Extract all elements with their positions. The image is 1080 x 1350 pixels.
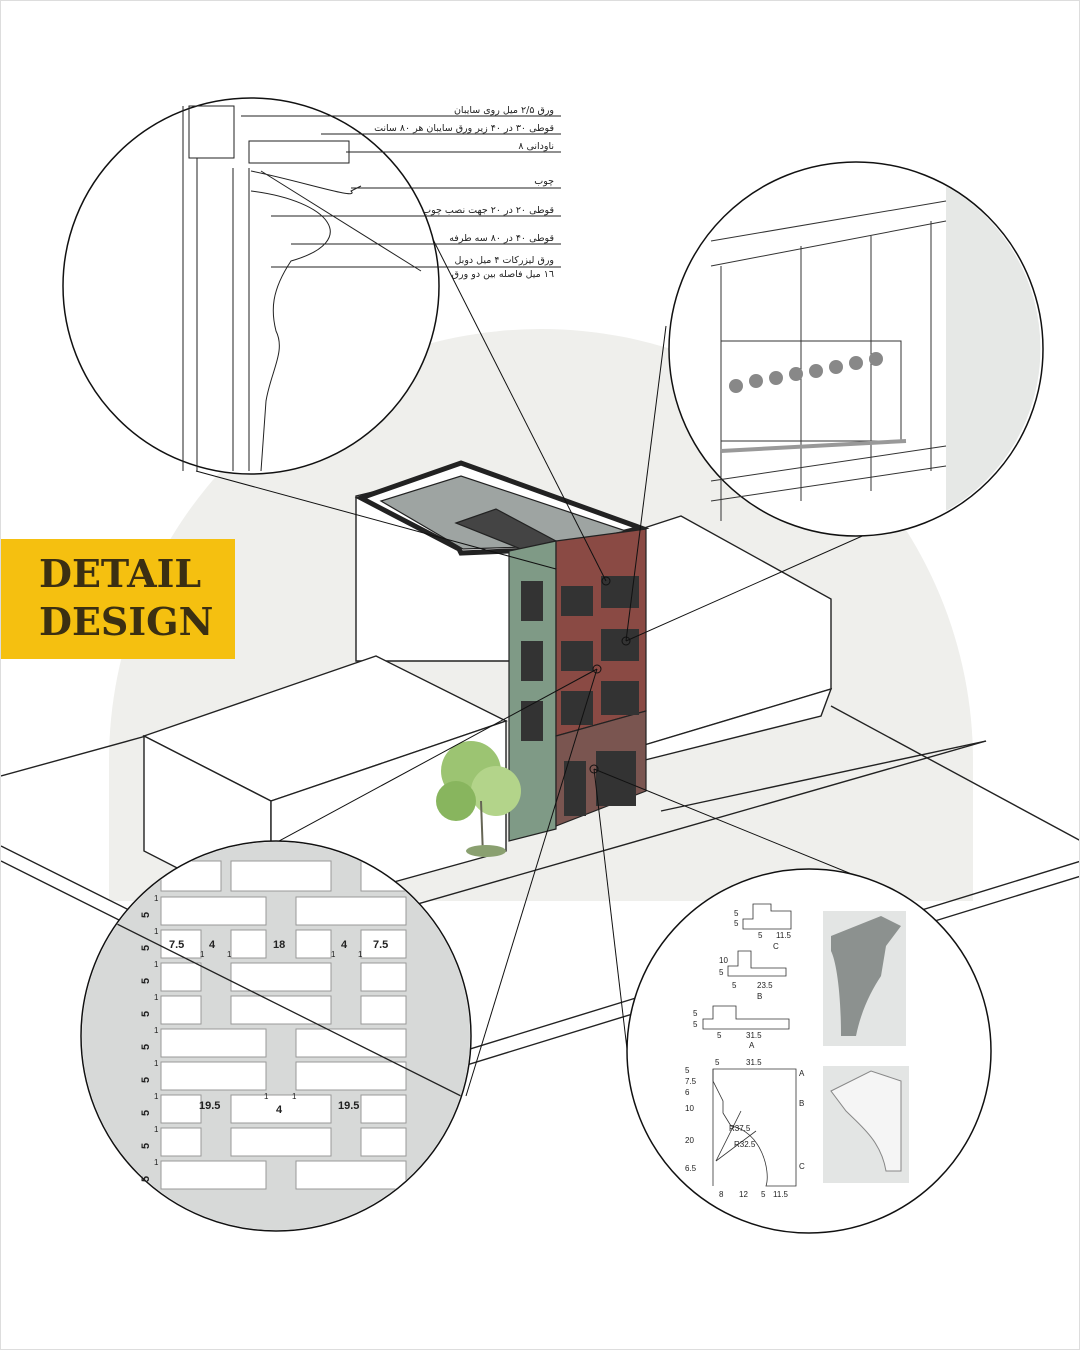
- dim-top-row: 4: [341, 939, 348, 951]
- cut-label-a: A: [799, 1069, 805, 1078]
- brick-row-heights: 5 5 5 5 5 5 5 5 5: [140, 912, 152, 1182]
- dim-profile-left: 10: [685, 1104, 694, 1113]
- dim-joint: 1: [154, 927, 159, 936]
- dim-profile-left: 20: [685, 1136, 694, 1145]
- dim-profile-left: 5: [685, 1066, 690, 1075]
- dim-joint: 1: [227, 950, 232, 959]
- dim-joint: 1: [154, 1059, 159, 1068]
- balcony-railing-ornaments: [729, 352, 883, 393]
- dim-joint: 1: [154, 993, 159, 1002]
- cut-label-c: C: [799, 1162, 805, 1171]
- canopy-label: ناودانی ۸: [518, 141, 554, 152]
- dim-a-w: 31.5: [746, 1031, 762, 1040]
- dim-profile-bottom: 11.5: [773, 1190, 789, 1199]
- dim-joint: 1: [154, 1026, 159, 1035]
- balcony-detail-circle: [668, 161, 1044, 537]
- dim-joint: 1: [331, 950, 336, 959]
- canopy-label: ورق لیزرکات ۴ میل دوبل: [454, 255, 554, 266]
- neighbor-buildings: [142, 470, 833, 918]
- dim-row-height: 5: [140, 1176, 152, 1182]
- dim-a-h: 5: [693, 1009, 698, 1018]
- dim-row-height: 5: [140, 945, 152, 951]
- dim-c-h: 5: [734, 919, 739, 928]
- dim-profile-bottom: 12: [739, 1190, 748, 1199]
- dim-profile-bottom: 5: [761, 1190, 766, 1199]
- main-building: [354, 460, 650, 842]
- dim-bottom-row: 4: [276, 1104, 283, 1116]
- dim-bottom-row: 19.5: [199, 1100, 220, 1112]
- canopy-label: ورق ۲/۵ میل روی سایبان: [453, 105, 554, 116]
- title-line-2: DESIGN: [39, 599, 214, 644]
- dim-joint: 1: [200, 950, 205, 959]
- dim-profile-top: 5: [715, 1058, 720, 1067]
- dim-radius: R32.5: [734, 1140, 756, 1149]
- dim-c-w: 5: [758, 931, 763, 940]
- dim-b-h: 5: [719, 968, 724, 977]
- canopy-label: قوطی ۴۰ در ۸۰ سه طرفه: [449, 233, 554, 244]
- dim-joint: 1: [358, 950, 363, 959]
- dim-row-height: 5: [140, 1143, 152, 1149]
- dim-bottom-row: 19.5: [338, 1100, 359, 1112]
- canopy-detail-circle: [62, 97, 561, 475]
- section-label-a: A: [749, 1041, 755, 1050]
- dim-joint: 1: [154, 960, 159, 969]
- canopy-label: ۱٦ میل فاصله بین دو ورق: [451, 269, 554, 280]
- canopy-label: چوب: [534, 176, 554, 187]
- dim-row-height: 5: [140, 912, 152, 918]
- dim-a-h: 5: [693, 1020, 698, 1029]
- dim-row-height: 5: [140, 1011, 152, 1017]
- dim-b-w: 5: [732, 981, 737, 990]
- dim-b-h: 10: [719, 956, 728, 965]
- tree: [436, 741, 521, 857]
- dim-c-w: 11.5: [776, 931, 792, 940]
- dim-c-h: 5: [734, 909, 739, 918]
- dim-b-w: 23.5: [757, 981, 773, 990]
- section-label-b: B: [757, 992, 762, 1001]
- dim-top-row: 4: [209, 939, 216, 951]
- dim-row-height: 5: [140, 1110, 152, 1116]
- title-line-1: DETAIL: [39, 551, 202, 596]
- dim-joint: 1: [292, 1092, 297, 1101]
- dim-joint: 1: [154, 1125, 159, 1134]
- dim-profile-left: 6.5: [685, 1164, 697, 1173]
- dim-joint: 1: [154, 1092, 159, 1101]
- dim-row-height: 5: [140, 1077, 152, 1083]
- dim-joint: 1: [154, 1158, 159, 1167]
- dim-row-height: 5: [140, 978, 152, 984]
- cornice-detail-circle: 5 5 5 11.5 C 10 5 5 23.5 B 5 5 5 31.5 A …: [626, 868, 992, 1234]
- leader-lines: [158, 185, 942, 1097]
- brick-joints: 1 1 1 1 1 1 1 1 1 1 1 1 1 1 1: [154, 894, 363, 1167]
- title-banner: DETAIL DESIGN: [1, 539, 235, 659]
- cut-label-b: B: [799, 1099, 804, 1108]
- dim-joint: 1: [154, 894, 159, 903]
- dim-profile-left: 7.5: [685, 1077, 697, 1086]
- dim-top-row: 7.5: [169, 939, 184, 951]
- dim-top-row: 7.5: [373, 939, 388, 951]
- dim-profile-top: 31.5: [746, 1058, 762, 1067]
- dim-row-height: 5: [140, 1044, 152, 1050]
- section-label-c: C: [773, 942, 779, 951]
- dim-radius: R37.5: [729, 1124, 751, 1133]
- dim-joint: 1: [264, 1092, 269, 1101]
- canopy-label: قوطی ۳۰ در ۴۰ زیر ورق سایبان هر ۸۰ سانت: [374, 123, 554, 134]
- dim-top-row: 18: [273, 939, 285, 951]
- dim-profile-bottom: 8: [719, 1190, 724, 1199]
- dim-profile-left: 6: [685, 1088, 690, 1097]
- dim-a-w: 5: [717, 1031, 722, 1040]
- canopy-label: قوطی ۲۰ در ۲۰ جهت نصب چوب: [422, 205, 554, 216]
